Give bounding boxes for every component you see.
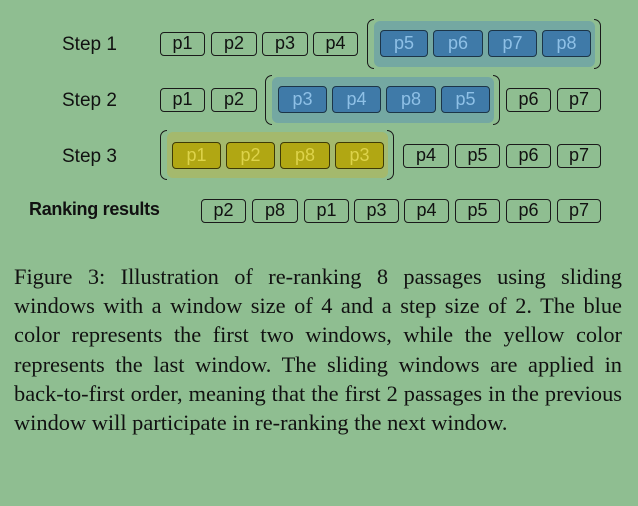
passage-box-in-window: p8 — [280, 142, 330, 169]
passage-box: p6 — [506, 144, 551, 168]
passage-box-in-window: p2 — [226, 142, 275, 169]
passage-box-in-window: p1 — [172, 142, 221, 169]
passage-box: p6 — [506, 88, 551, 112]
result-passage-box: p2 — [201, 199, 246, 223]
window-bracket-left — [265, 75, 272, 125]
passage-box-in-window: p6 — [433, 30, 483, 57]
passage-box-in-window: p3 — [278, 86, 327, 113]
passage-box: p5 — [455, 144, 500, 168]
passage-box-in-window: p5 — [441, 86, 490, 113]
step-3-label: Step 3 — [62, 146, 117, 167]
passage-box: p7 — [557, 88, 601, 112]
result-passage-box: p4 — [404, 199, 449, 223]
result-passage-box: p7 — [557, 199, 601, 223]
figure-caption: Figure 3: Illustration of re-ranking 8 p… — [14, 264, 622, 436]
passage-box-in-window: p8 — [386, 86, 436, 113]
passage-box-in-window: p7 — [488, 30, 537, 57]
result-passage-box: p3 — [354, 199, 399, 223]
passage-box-in-window: p3 — [335, 142, 384, 169]
result-passage-box: p6 — [506, 199, 551, 223]
passage-box: p2 — [211, 88, 257, 112]
ranking-results-label: Ranking results — [29, 199, 160, 219]
passage-box-in-window: p8 — [542, 30, 591, 57]
step-2-label: Step 2 — [62, 90, 117, 111]
passage-box: p4 — [403, 144, 449, 168]
window-bracket-left — [160, 130, 167, 180]
passage-box-in-window: p5 — [380, 30, 428, 57]
passage-box: p7 — [557, 144, 601, 168]
result-passage-box: p5 — [455, 199, 500, 223]
passage-box: p2 — [211, 32, 257, 56]
window-bracket-right — [493, 75, 500, 125]
passage-box-in-window: p4 — [332, 86, 381, 113]
result-passage-box: p1 — [304, 199, 349, 223]
passage-box: p1 — [160, 32, 205, 56]
step-1-label: Step 1 — [62, 34, 117, 55]
window-bracket-left — [367, 19, 374, 69]
passage-box: p4 — [313, 32, 358, 56]
passage-box: p3 — [262, 32, 308, 56]
window-bracket-right — [594, 19, 601, 69]
window-bracket-right — [387, 130, 394, 180]
passage-box: p1 — [160, 88, 205, 112]
result-passage-box: p8 — [252, 199, 298, 223]
